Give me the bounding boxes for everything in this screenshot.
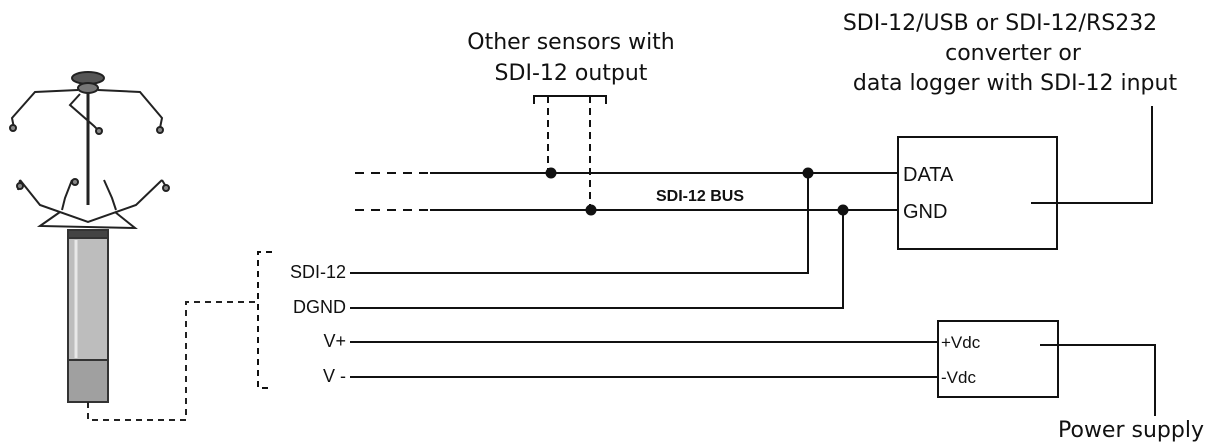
power-supply-caption: Power supply	[1058, 418, 1204, 443]
converter-box	[897, 136, 1058, 250]
junction-sdi12-data	[802, 167, 814, 179]
wire-sdi12	[350, 173, 809, 274]
converter-caption-line1: SDI-12/USB or SDI-12/RS232	[843, 11, 1157, 36]
other-sensors-line2: SDI-12 output	[495, 61, 648, 86]
converter-caption-line2: converter or	[945, 41, 1082, 66]
sensor-sdi12-label: SDI-12	[290, 262, 346, 282]
converter-caption-line3: data logger with SDI-12 input	[853, 71, 1178, 96]
power-plus-label: +Vdc	[941, 333, 981, 352]
sensor-vminus-label: V -	[323, 366, 346, 386]
converter-leader-line	[1031, 106, 1153, 204]
power-supply-box	[937, 320, 1059, 398]
sensor-connector-bracket	[257, 251, 272, 389]
other-sensors-line1: Other sensors with	[467, 30, 675, 55]
anemometer-sensor-icon	[9, 71, 258, 421]
other-sensors-taps	[533, 95, 607, 210]
sensor-wires	[350, 173, 938, 378]
junction-dgnd-gnd	[837, 204, 849, 216]
bus-label: SDI-12 BUS	[656, 188, 744, 205]
junction-other-gnd	[585, 204, 597, 216]
power-minus-label: -Vdc	[941, 368, 976, 387]
bus-lines	[355, 172, 898, 211]
sensor-vplus-label: V+	[323, 331, 346, 351]
junction-other-data	[545, 167, 557, 179]
wire-dgnd	[350, 210, 844, 309]
data-port-label: DATA	[903, 164, 954, 186]
sensor-dgnd-label: DGND	[293, 297, 346, 317]
power-leader-line	[1040, 344, 1156, 416]
gnd-port-label: GND	[903, 201, 947, 223]
